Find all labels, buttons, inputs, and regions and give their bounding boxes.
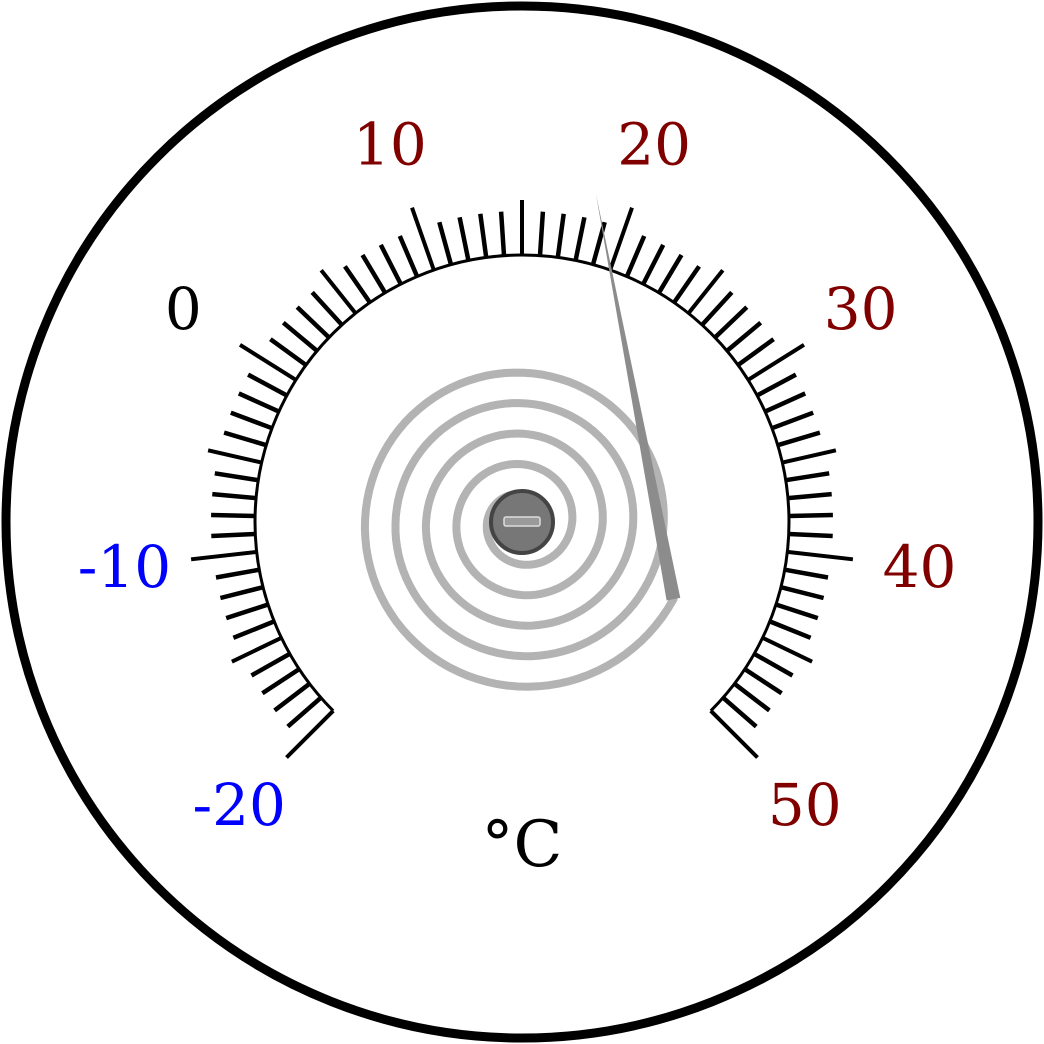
minor-tick: [753, 651, 794, 678]
minor-tick: [437, 221, 454, 266]
medium-tick: [761, 635, 813, 664]
inner-scale-arc: [253, 253, 791, 712]
minor-tick: [247, 372, 288, 398]
minor-tick: [211, 512, 256, 519]
major-tick: [608, 207, 634, 271]
minor-tick: [223, 430, 267, 448]
minor-tick: [286, 696, 323, 729]
minor-tick: [397, 235, 420, 278]
screw-head-icon: [489, 489, 555, 555]
minor-tick: [713, 305, 749, 340]
minor-tick: [736, 337, 775, 367]
scale-label: 0: [165, 275, 202, 343]
minor-tick: [537, 211, 546, 256]
scale-label: 10: [353, 110, 427, 178]
minor-tick: [788, 531, 833, 539]
minor-tick: [780, 585, 825, 601]
minor-tick: [498, 211, 507, 256]
minor-tick: [775, 602, 819, 621]
minor-tick: [725, 320, 763, 353]
scale-label: 50: [768, 771, 842, 839]
minor-tick: [360, 253, 388, 294]
major-tick: [285, 709, 335, 759]
minor-tick: [721, 696, 758, 729]
minor-tick: [787, 491, 832, 501]
minor-tick: [219, 585, 264, 601]
minor-tick: [756, 372, 797, 398]
major-tick: [709, 709, 759, 759]
minor-tick: [672, 265, 701, 304]
medium-tick: [686, 269, 725, 315]
minor-tick: [378, 243, 403, 286]
medium-tick: [319, 269, 358, 315]
minor-tick: [225, 602, 269, 621]
minor-tick: [310, 290, 344, 327]
minor-tick: [555, 213, 566, 258]
medium-tick: [231, 635, 283, 664]
minor-tick: [237, 391, 280, 414]
minor-tick: [343, 265, 372, 304]
medium-tick: [781, 448, 837, 465]
minor-tick: [295, 305, 331, 340]
scale-label: 30: [824, 275, 898, 343]
minor-tick: [784, 567, 829, 580]
minor-tick: [700, 290, 734, 327]
major-tick: [410, 207, 436, 271]
minor-tick: [273, 681, 311, 713]
minor-tick: [230, 410, 273, 431]
minor-tick: [269, 337, 308, 367]
medium-tick: [207, 448, 263, 465]
minor-tick: [771, 410, 814, 431]
major-tick: [787, 549, 854, 562]
minor-tick: [281, 320, 319, 353]
minor-tick: [733, 681, 771, 713]
major-tick: [190, 549, 257, 562]
scale-labels: -20 -10 0 10 20 30 40 50: [78, 110, 957, 838]
minor-tick: [641, 243, 666, 286]
scale-label: 20: [617, 110, 691, 178]
minor-tick: [788, 512, 833, 519]
scale-label: 40: [883, 533, 957, 601]
minor-tick: [768, 619, 812, 640]
minor-tick: [656, 253, 684, 294]
major-tick: [747, 343, 806, 382]
minor-tick: [764, 391, 807, 414]
scale-label: -10: [78, 533, 171, 601]
minor-tick: [457, 216, 471, 261]
minor-tick: [232, 619, 276, 640]
minor-tick: [212, 491, 257, 501]
minor-tick: [261, 667, 301, 696]
major-tick: [238, 343, 297, 382]
minor-tick: [777, 430, 821, 448]
minor-tick: [743, 667, 783, 696]
bimetal-coil: [360, 368, 678, 691]
minor-tick: [478, 213, 489, 258]
minor-tick: [573, 216, 587, 261]
minor-tick: [215, 567, 260, 580]
scale-label: -20: [192, 771, 285, 839]
minor-tick: [785, 471, 830, 483]
minor-tick: [211, 531, 256, 539]
unit-label: °C: [482, 808, 563, 882]
minor-tick: [214, 471, 259, 483]
minor-tick: [250, 651, 291, 678]
needle-pointer: [596, 194, 681, 601]
scale-ticks: [190, 200, 854, 759]
minor-tick: [624, 235, 647, 278]
